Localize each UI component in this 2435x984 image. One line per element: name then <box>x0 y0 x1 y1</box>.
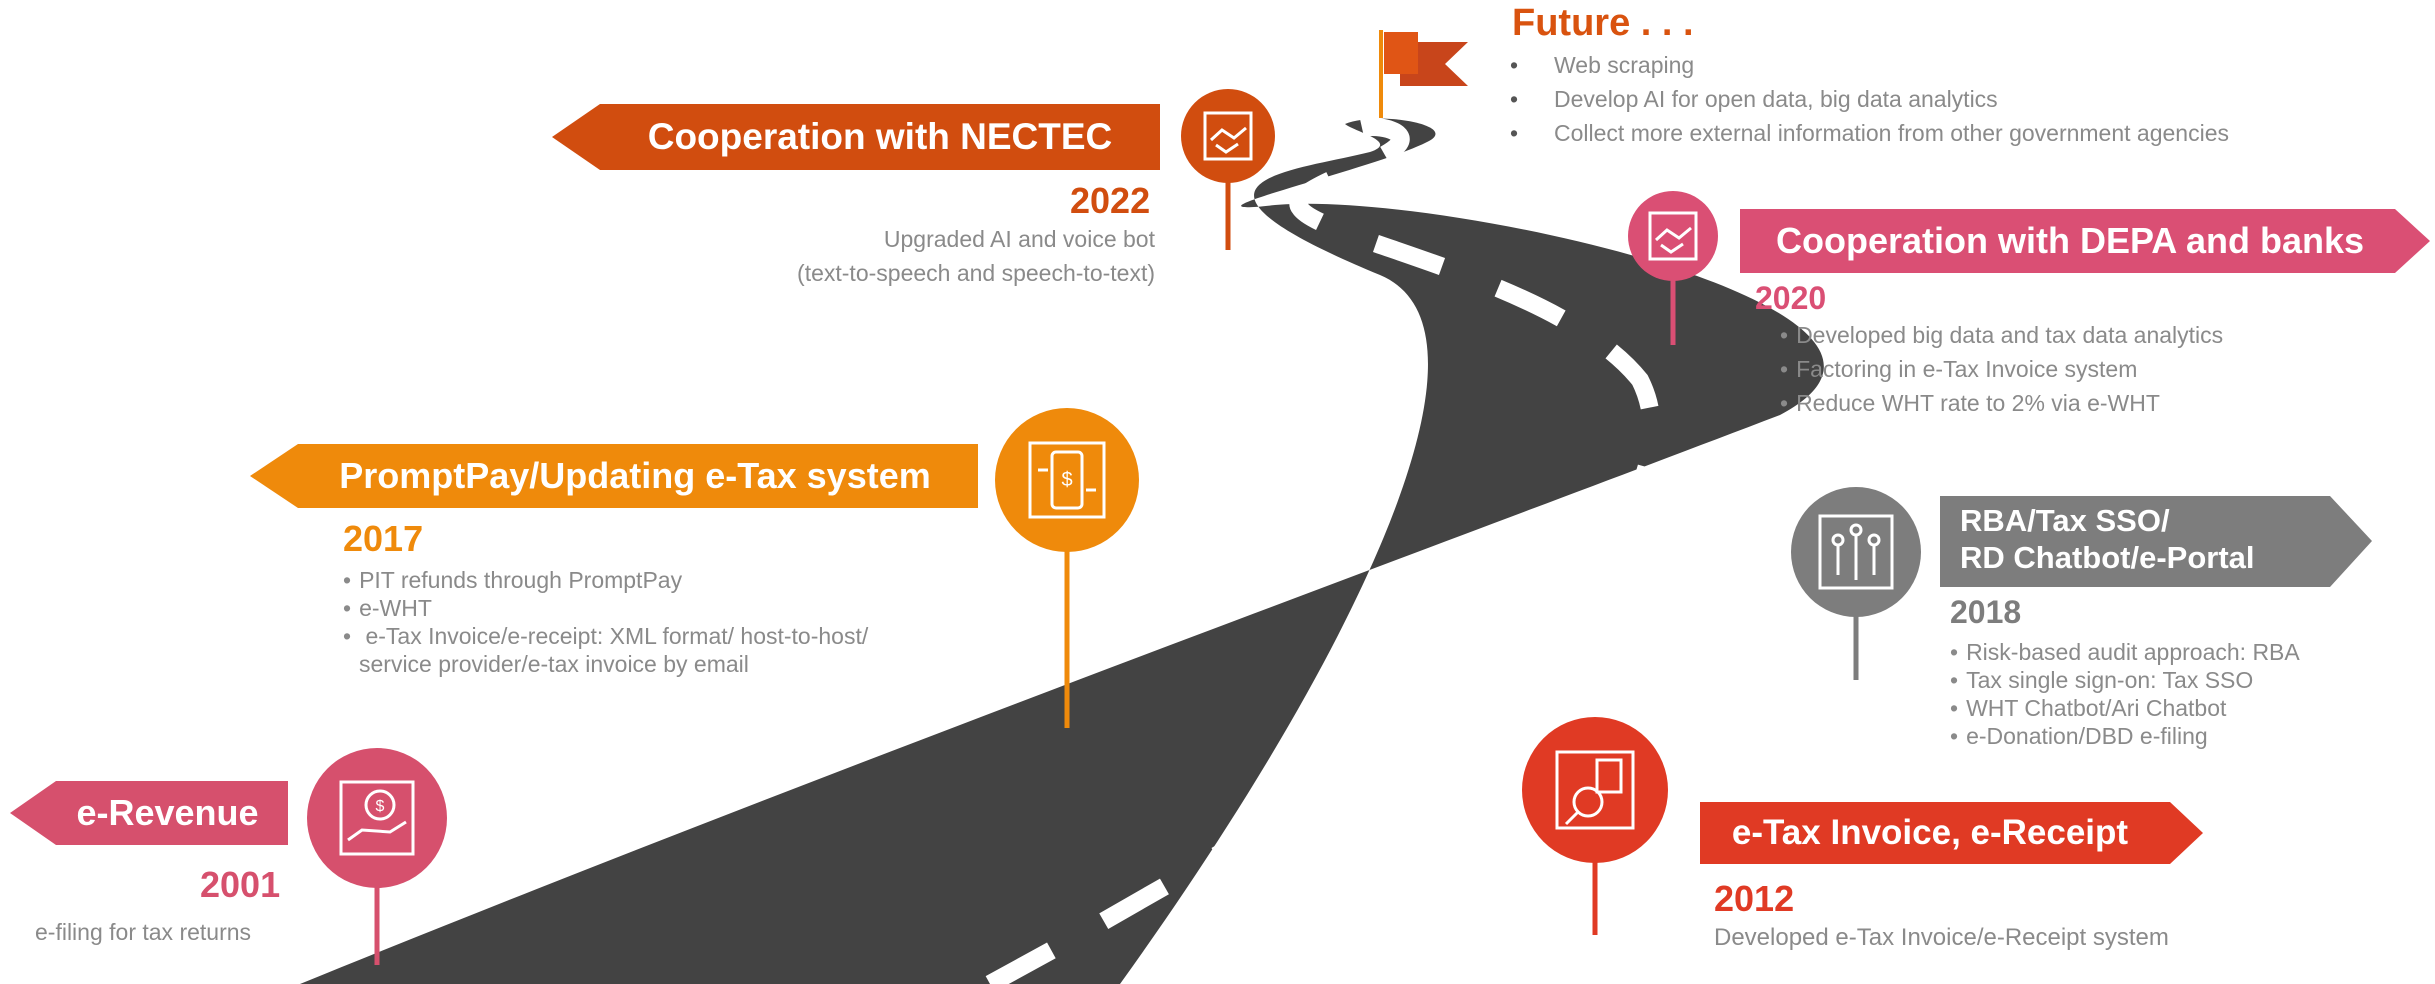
nectec-desc-line: Upgraded AI and voice bot <box>883 226 1155 252</box>
future-item: Collect more external information from o… <box>1510 116 2229 150</box>
handshake-icon <box>1648 211 1698 261</box>
rba-item: Risk-based audit approach: RBA <box>1950 638 2300 666</box>
nectec-banner-shape <box>552 104 1160 170</box>
future-list: Web scraping Develop AI for open data, b… <box>1510 48 2229 150</box>
depa-item: Reduce WHT rate to 2% via e-WHT <box>1780 386 2223 420</box>
prompt-item: PIT refunds through PromptPay <box>343 566 868 594</box>
depa-banner-shape <box>1740 209 2430 273</box>
circuit-icon <box>1818 514 1894 590</box>
erevenue-banner-title: e-Revenue <box>76 792 259 834</box>
depa-year: 2020 <box>1755 280 1827 316</box>
prompt-item-continuation: service provider/e-tax invoice by email <box>359 651 749 677</box>
rba-list: Risk-based audit approach: RBA Tax singl… <box>1950 638 2300 750</box>
depa-banner-title: Cooperation with DEPA and banks <box>1775 220 2365 262</box>
prompt-item: e-WHT <box>343 594 868 622</box>
rba-item: WHT Chatbot/Ari Chatbot <box>1950 694 2300 722</box>
nectec-banner-title: Cooperation with NECTEC <box>647 115 1113 157</box>
erevenue-desc: e-filing for tax returns <box>35 919 252 945</box>
road <box>300 118 1824 984</box>
rba-banner-title: RBA/Tax SSO/ RD Chatbot/e-Portal <box>1960 496 2290 587</box>
depa-item: Factoring in e-Tax Invoice system <box>1780 352 2223 386</box>
rba-item: Tax single sign-on: Tax SSO <box>1950 666 2300 694</box>
prompt-banner-title: PromptPay/Updating e-Tax system <box>339 455 931 497</box>
erevenue-year: 2001 <box>200 864 281 905</box>
handshake-icon <box>1203 111 1253 161</box>
rba-year: 2018 <box>1950 594 2022 630</box>
prompt-item: e-Tax Invoice/e-receipt: XML format/ hos… <box>343 622 868 678</box>
depa-list: Developed big data and tax data analytic… <box>1780 318 2223 420</box>
future-item: Web scraping <box>1510 48 2229 82</box>
rba-item: e-Donation/DBD e-filing <box>1950 722 2300 750</box>
prompt-banner-shape <box>250 444 978 508</box>
mobile-payment-icon: $ <box>1028 441 1106 519</box>
prompt-year: 2017 <box>343 518 424 559</box>
flag-front <box>1384 32 1418 74</box>
rba-banner-shape <box>1940 496 2372 587</box>
nectec-desc-line: (text-to-speech and speech-to-text) <box>797 260 1155 286</box>
svg-text:$: $ <box>376 798 385 815</box>
nectec-year: 2022 <box>1070 180 1151 221</box>
erevenue-banner-shape <box>10 781 288 845</box>
etax-desc: Developed e-Tax Invoice/e-Receipt system <box>1714 924 2169 951</box>
rba-title-line: RBA/Tax SSO/ <box>1960 503 2170 538</box>
rba-title-line: RD Chatbot/e-Portal <box>1960 540 2255 576</box>
hand-coin-icon: $ <box>339 780 415 856</box>
etax-banner-title: e-Tax Invoice, e-Receipt <box>1731 813 2129 852</box>
nectec-desc: Upgraded AI and voice bot (text-to-speec… <box>680 222 1155 290</box>
future-title: Future . . . <box>1512 2 1694 44</box>
prompt-item-text: e-Tax Invoice/e-receipt: XML format/ hos… <box>365 623 869 649</box>
future-item: Develop AI for open data, big data analy… <box>1510 82 2229 116</box>
etax-year: 2012 <box>1714 878 1795 919</box>
document-search-icon <box>1555 750 1635 830</box>
etax-banner-shape <box>1700 802 2203 864</box>
road-center-line <box>985 118 1661 984</box>
etax-pin <box>1522 717 1668 935</box>
depa-item: Developed big data and tax data analytic… <box>1780 318 2223 352</box>
prompt-list: PIT refunds through PromptPay e-WHT e-Ta… <box>343 566 868 678</box>
svg-text:$: $ <box>1061 469 1072 491</box>
